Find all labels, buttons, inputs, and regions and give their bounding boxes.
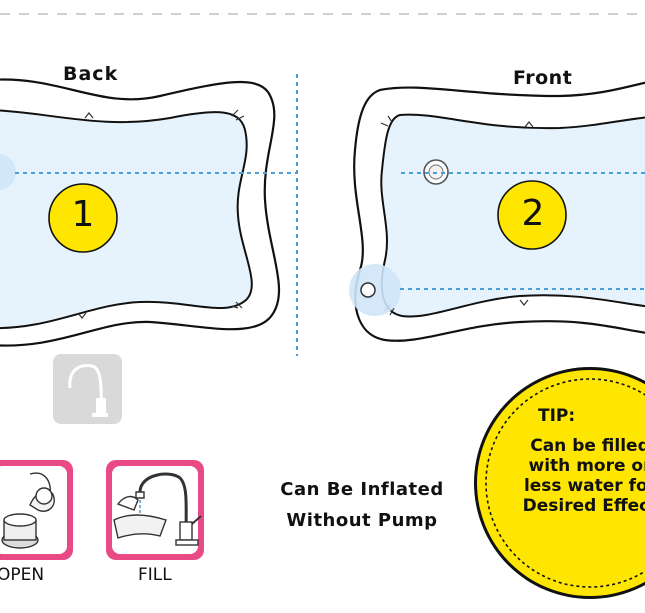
inflate-note-line-1: Can Be Inflated bbox=[280, 479, 444, 500]
tip-title: TIP: bbox=[538, 406, 576, 426]
tip-badge bbox=[474, 367, 645, 599]
inflate-note-line-2: Without Pump bbox=[286, 510, 438, 531]
fill-caption: FILL bbox=[138, 565, 172, 585]
front-mat bbox=[349, 81, 645, 342]
water-cap-icon bbox=[0, 154, 16, 190]
tip-body: Can be filled with more or less water fo… bbox=[505, 436, 645, 516]
number-badge-2 bbox=[497, 180, 567, 250]
front-label: Front bbox=[513, 67, 573, 89]
tip-line-4: Desired Effect bbox=[522, 496, 645, 516]
back-mat bbox=[0, 78, 298, 347]
tip-line-2: with more or bbox=[528, 456, 645, 476]
faucet-icon bbox=[53, 354, 122, 424]
inflate-note: Can Be Inflated Without Pump bbox=[262, 474, 462, 536]
number-badge-1-label: 1 bbox=[71, 194, 95, 235]
open-step-tile bbox=[0, 460, 73, 560]
number-badge-1 bbox=[48, 183, 118, 253]
tip-line-3: less water for bbox=[523, 476, 645, 496]
number-badge-2-label: 2 bbox=[521, 193, 545, 234]
tip-line-1: Can be filled bbox=[530, 436, 645, 456]
fill-step-tile bbox=[106, 460, 204, 560]
open-caption: OPEN bbox=[0, 565, 45, 585]
air-valve-icon bbox=[360, 282, 376, 298]
back-label: Back bbox=[63, 63, 119, 85]
